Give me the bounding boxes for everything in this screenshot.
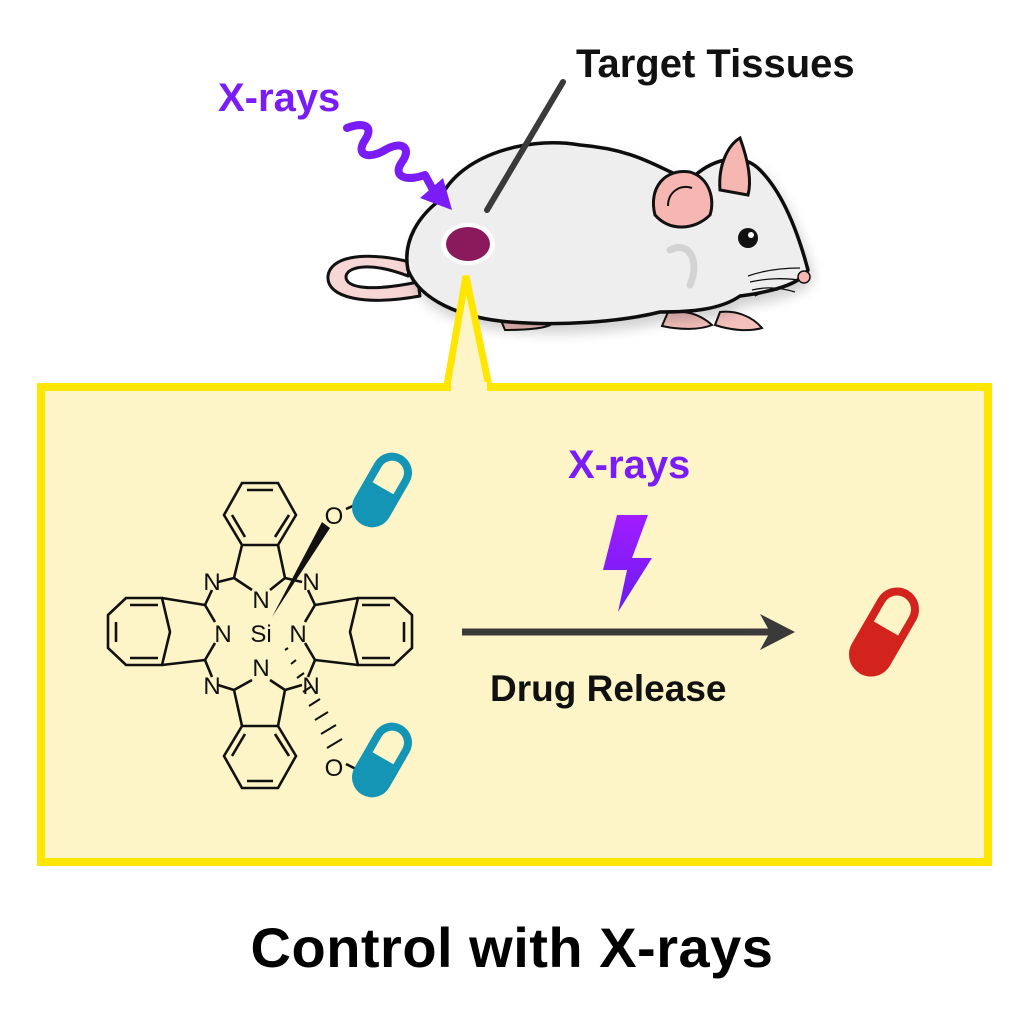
target-pointer-line xyxy=(484,79,566,213)
drug-release-label: Drug Release xyxy=(490,668,727,709)
reaction-arrow xyxy=(462,614,795,650)
svg-text:N: N xyxy=(252,587,269,614)
caged-drug-pill-icon xyxy=(352,452,412,528)
svg-text:N: N xyxy=(289,621,306,648)
svg-text:O: O xyxy=(325,503,344,530)
target-tissue-spot xyxy=(441,223,495,265)
mouse-nose xyxy=(797,270,811,284)
mouse-ears xyxy=(652,135,752,229)
mouse-eye xyxy=(738,228,758,248)
callout-box xyxy=(37,383,992,866)
target-tissues-label: Target Tissues xyxy=(576,42,855,86)
mouse-whiskers xyxy=(747,267,801,297)
svg-text:N: N xyxy=(302,569,319,596)
svg-text:Si: Si xyxy=(250,621,271,648)
svg-text:N: N xyxy=(214,621,231,648)
caged-drug-pill-icon xyxy=(352,722,412,798)
xray-label-top: X-rays xyxy=(218,76,341,120)
svg-text:N: N xyxy=(203,673,220,700)
svg-text:O: O xyxy=(325,755,344,782)
xray-wave-arrow-icon xyxy=(343,121,452,210)
released-drug-pill-icon xyxy=(849,587,919,677)
xray-label-reaction: X-rays xyxy=(568,443,691,487)
figure-title: Control with X-rays xyxy=(250,916,774,979)
svg-text:N: N xyxy=(302,673,319,700)
svg-text:N: N xyxy=(203,569,220,596)
mouse-illustration xyxy=(326,79,811,395)
mouse-tail xyxy=(326,254,422,302)
lightning-bolt-icon xyxy=(603,515,652,612)
svg-text:N: N xyxy=(252,655,269,682)
